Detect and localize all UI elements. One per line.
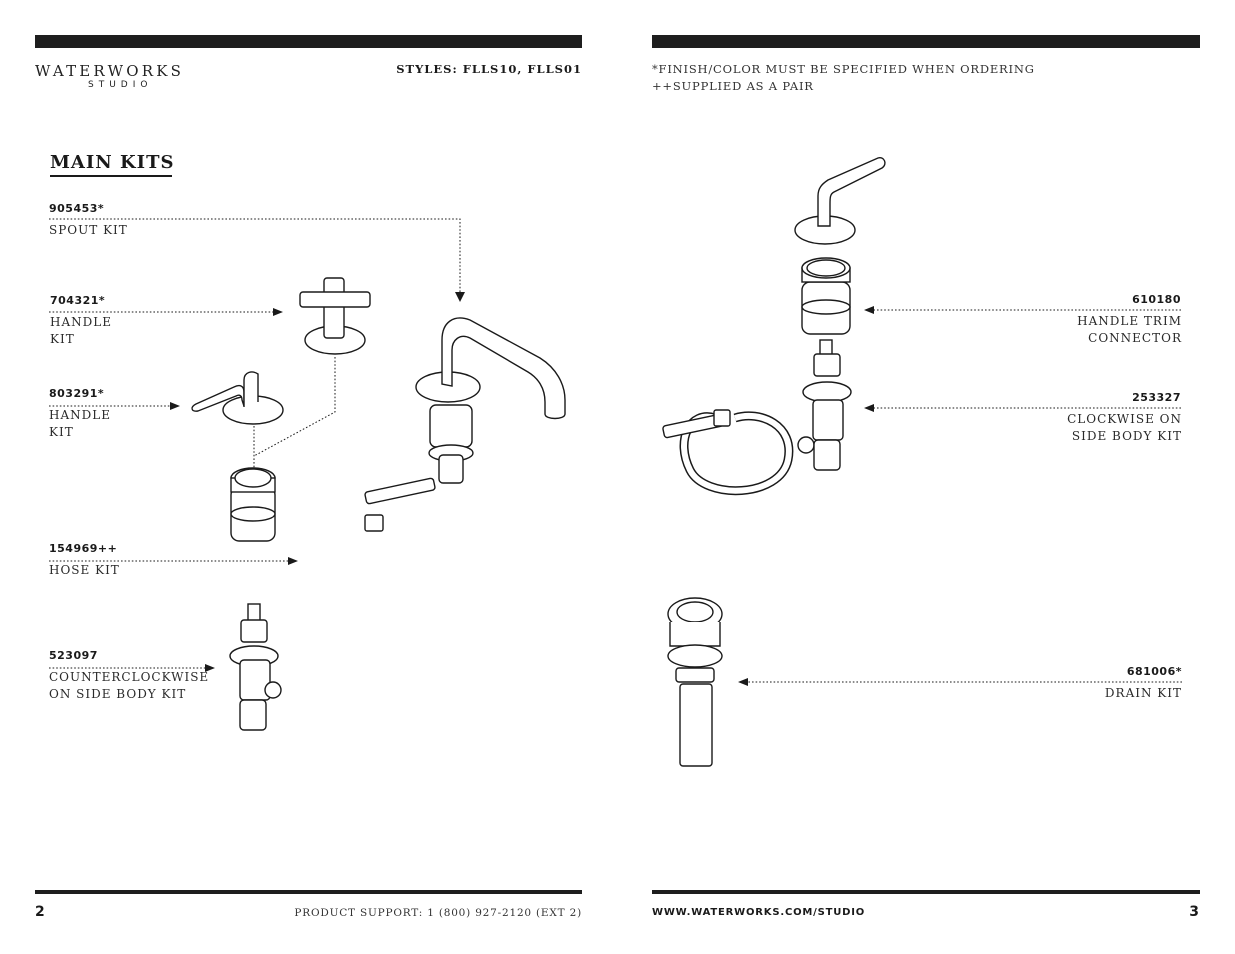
hose-part-right	[662, 409, 794, 496]
page-number-right: 3	[1189, 904, 1199, 920]
trim-connector-part	[230, 467, 276, 542]
lever-handle-part	[191, 371, 284, 425]
brand-logo: WATERWORKS	[35, 62, 185, 80]
top-right-bar	[652, 35, 1200, 48]
part-name-ccw-body-1: COUNTERCLOCKWISE	[49, 670, 210, 684]
page-number-left: 2	[35, 904, 45, 920]
part-name-cross-handle-2: KIT	[50, 332, 75, 346]
part-name-lever-handle-2: KIT	[49, 425, 74, 439]
part-name-ccw-body-2: ON SIDE BODY KIT	[49, 687, 187, 701]
leader-lines-right	[738, 306, 1182, 686]
part-name-cw-body-1: CLOCKWISE ON	[1067, 412, 1182, 426]
note-finish: *FINISH/COLOR MUST BE SPECIFIED WHEN ORD…	[652, 62, 1035, 76]
styles-label: STYLES: FLLS10, FLLS01	[396, 62, 582, 76]
part-name-trim-connector-1: HANDLE TRIM	[1077, 314, 1182, 328]
part-number-trim-connector: 610180	[1132, 293, 1181, 306]
product-support: PRODUCT SUPPORT: 1 (800) 927-2120 (EXT 2…	[294, 907, 582, 919]
part-number-spout: 905453*	[49, 202, 105, 215]
cw-body-part	[797, 339, 852, 471]
note-pair: ++SUPPLIED AS A PAIR	[652, 79, 814, 93]
part-number-lever-handle: 803291*	[49, 387, 105, 400]
brand-logo-sub: STUDIO	[88, 80, 153, 90]
part-number-drain: 681006*	[1126, 665, 1182, 678]
part-name-cross-handle-1: HANDLE	[50, 315, 112, 329]
part-name-spout: SPOUT KIT	[49, 223, 128, 237]
website-link[interactable]: WWW.WATERWORKS.COM/STUDIO	[652, 907, 866, 918]
hose-part	[311, 477, 436, 591]
ccw-body-part	[229, 603, 282, 731]
part-name-hose: HOSE KIT	[49, 563, 120, 577]
bottom-right-bar	[652, 890, 1200, 894]
drain-part	[667, 597, 723, 767]
trim-connector-part-right	[801, 257, 851, 335]
part-name-cw-body-2: SIDE BODY KIT	[1071, 429, 1182, 443]
cross-handle-part	[299, 277, 371, 355]
part-number-ccw-body: 523097	[49, 649, 98, 662]
part-name-drain: DRAIN KIT	[1104, 686, 1182, 700]
leader-lines-left	[49, 218, 465, 672]
section-underline	[50, 175, 172, 177]
section-title: MAIN KITS	[50, 152, 175, 173]
part-number-cw-body: 253327	[1132, 391, 1181, 404]
part-name-lever-handle-1: HANDLE	[49, 408, 111, 422]
top-left-bar	[35, 35, 582, 48]
bottom-left-bar	[35, 890, 582, 894]
part-number-cross-handle: 704321*	[50, 294, 106, 307]
part-name-trim-connector-2: CONNECTOR	[1088, 331, 1182, 345]
lever-handle-part-right	[794, 156, 886, 245]
part-number-hose: 154969++	[49, 542, 118, 555]
spout-part	[415, 317, 566, 484]
